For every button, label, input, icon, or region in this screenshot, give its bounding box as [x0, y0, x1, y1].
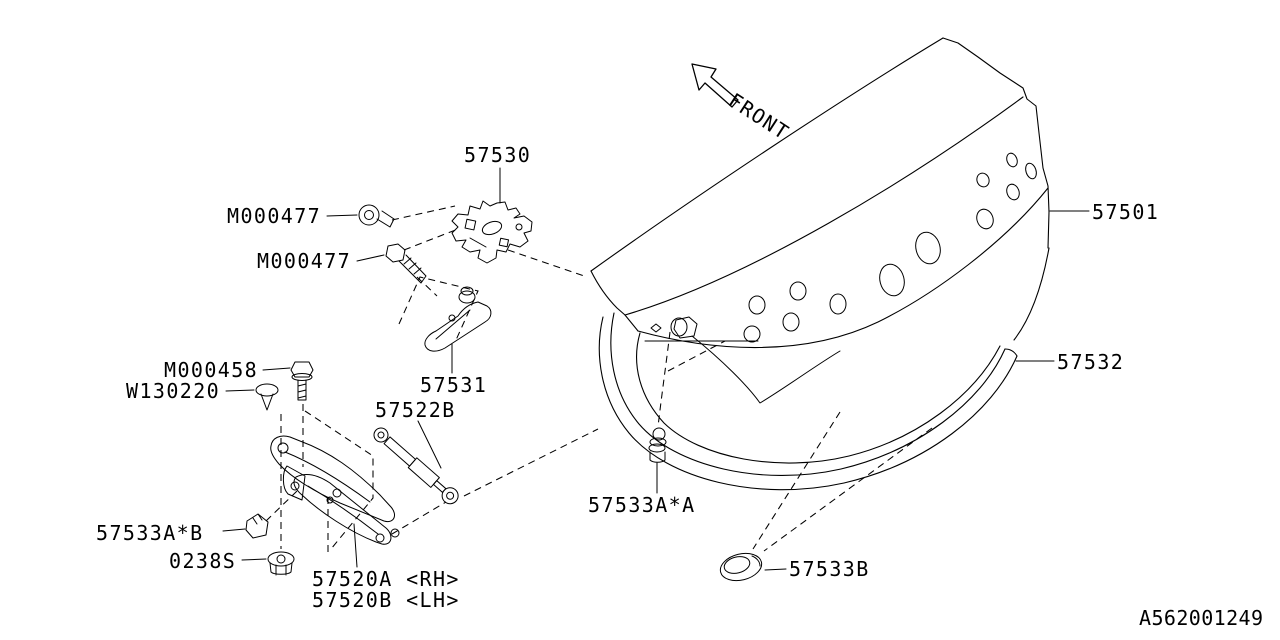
leader-lines: [222, 167, 1090, 571]
hinge-assembly-drawing: [270, 435, 400, 545]
label-clip-b: 57533A*B: [96, 521, 204, 545]
seal-inner-edge: [610, 312, 1006, 477]
bumper-57533aa: [648, 427, 667, 463]
label-weatherstrip: 57532: [1057, 350, 1124, 374]
label-gas-stay: 57522B: [375, 398, 456, 422]
front-direction-indicator: FRONT: [691, 63, 794, 145]
label-lock-assembly: 57530: [464, 143, 531, 167]
panel-right-edge: [942, 37, 1050, 249]
panel-top-edge: [590, 37, 944, 272]
lid-inner-edge: [636, 332, 1001, 464]
panel-left-edge: [590, 270, 626, 316]
clip-57533ab: [245, 513, 269, 539]
bolt-m000477-lower: [385, 243, 427, 284]
label-grommet-b: 57533B: [789, 557, 870, 581]
panel-left-corner: [624, 314, 639, 332]
seal-end-cap: [1004, 348, 1018, 357]
label-bolt-hinge: M000458: [164, 358, 258, 382]
small-hole-diamond: [650, 323, 662, 333]
construction-lines: [265, 205, 933, 556]
label-bumper-a: 57533A*A: [588, 493, 696, 517]
panel-bottom-edge: [637, 187, 1049, 349]
front-label: FRONT: [724, 88, 793, 145]
label-trunk-lid: 57501: [1092, 200, 1159, 224]
bolt-m000458: [290, 361, 314, 401]
screw-m000477-upper: [358, 204, 395, 228]
striker-drawing: [424, 286, 492, 352]
trunk-lid-panel-drawing: [590, 37, 1050, 404]
panel-right-underside: [1013, 247, 1050, 341]
label-clip-w: W130220: [126, 379, 220, 403]
clip-w130220: [255, 383, 279, 411]
panel-holes: [670, 152, 1037, 343]
label-hinge-lh: 57520B <LH>: [312, 588, 460, 612]
label-screw-upper: M000477: [227, 204, 321, 228]
lock-assembly-drawing: [451, 200, 533, 264]
license-pocket-contour: [691, 335, 841, 404]
seal-outer-edge: [598, 316, 1018, 491]
latch-opening: [673, 316, 698, 339]
weatherstrip-drawing: [598, 312, 1018, 491]
label-hinge-rh: 57520A <RH>: [312, 567, 460, 591]
label-striker: 57531: [420, 373, 487, 397]
front-arrow-icon: [691, 63, 739, 108]
panel-crease-line: [624, 96, 1024, 316]
label-nut: 0238S: [169, 549, 236, 573]
label-screw-lower: M000477: [257, 249, 351, 273]
nut-0238s: [267, 551, 295, 576]
gas-stay-drawing: [373, 427, 459, 505]
grommet-57533b: [719, 552, 763, 582]
drawing-number: A562001249: [1139, 606, 1263, 630]
